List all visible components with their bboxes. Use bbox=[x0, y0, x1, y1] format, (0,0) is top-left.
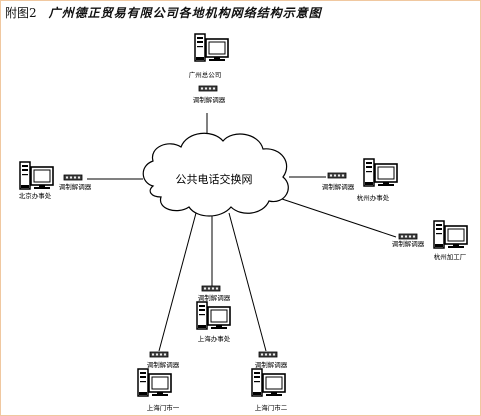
modem-icon bbox=[149, 351, 169, 358]
modem-label-beijing: 调制解调器 bbox=[59, 182, 92, 191]
modem-icon bbox=[258, 351, 278, 358]
link-hangzhou-factory bbox=[278, 197, 397, 238]
node-hangzhou-factory: 调制解调器 杭州加工厂 bbox=[392, 220, 468, 261]
title-text: 广州德正贸易有限公司各地机构网络结构示意图 bbox=[48, 6, 322, 20]
computer-icon bbox=[137, 368, 172, 397]
modem-icon bbox=[398, 233, 418, 240]
node-shanghai-shop1: 调制解调器 上海门市一 bbox=[137, 351, 180, 412]
modem-icon bbox=[63, 174, 83, 181]
modem-label-guangzhou-hq: 调制解调器 bbox=[193, 95, 226, 104]
modem-icon bbox=[201, 285, 221, 292]
pstn-cloud: 公共电话交换网 bbox=[142, 132, 289, 217]
site-label-shanghai: 上海办事处 bbox=[198, 334, 231, 343]
figure-label: 附图2 bbox=[5, 6, 37, 20]
cloud-label: 公共电话交换网 bbox=[176, 172, 253, 186]
node-beijing: 北京办事处 调制解调器 bbox=[19, 161, 92, 200]
node-shanghai: 调制解调器 上海办事处 bbox=[196, 285, 231, 343]
modem-label-shanghai-shop2: 调制解调器 bbox=[255, 360, 288, 369]
node-hangzhou: 调制解调器 杭州办事处 bbox=[322, 158, 398, 202]
computer-icon bbox=[19, 161, 54, 190]
node-guangzhou-hq: 广州总公司 调制解调器 bbox=[189, 33, 229, 104]
computer-icon bbox=[196, 301, 231, 330]
connection-lines bbox=[87, 113, 397, 352]
link-shanghai-shop1 bbox=[158, 212, 197, 352]
modem-label-hangzhou-factory: 调制解调器 bbox=[392, 239, 425, 248]
computer-icon bbox=[433, 220, 468, 249]
diagram-title: 附图2 广州德正贸易有限公司各地机构网络结构示意图 bbox=[5, 5, 475, 21]
site-label-shanghai-shop1: 上海门市一 bbox=[147, 403, 180, 412]
link-shanghai-shop2 bbox=[228, 212, 267, 352]
site-label-guangzhou-hq: 广州总公司 bbox=[189, 70, 222, 79]
modem-icon bbox=[198, 85, 218, 92]
computer-icon bbox=[251, 368, 286, 397]
node-shanghai-shop2: 调制解调器 上海门市二 bbox=[251, 351, 288, 412]
computer-icon bbox=[363, 158, 398, 187]
site-label-hangzhou: 杭州办事处 bbox=[357, 193, 390, 202]
modem-icon bbox=[327, 172, 347, 179]
modem-label-hangzhou: 调制解调器 bbox=[322, 182, 355, 191]
modem-label-shanghai-shop1: 调制解调器 bbox=[147, 360, 180, 369]
modem-label-shanghai: 调制解调器 bbox=[198, 293, 231, 302]
computer-icon bbox=[194, 33, 229, 62]
site-label-hangzhou-factory: 杭州加工厂 bbox=[434, 252, 467, 261]
site-label-shanghai-shop2: 上海门市二 bbox=[255, 403, 288, 412]
site-label-beijing: 北京办事处 bbox=[19, 191, 52, 200]
